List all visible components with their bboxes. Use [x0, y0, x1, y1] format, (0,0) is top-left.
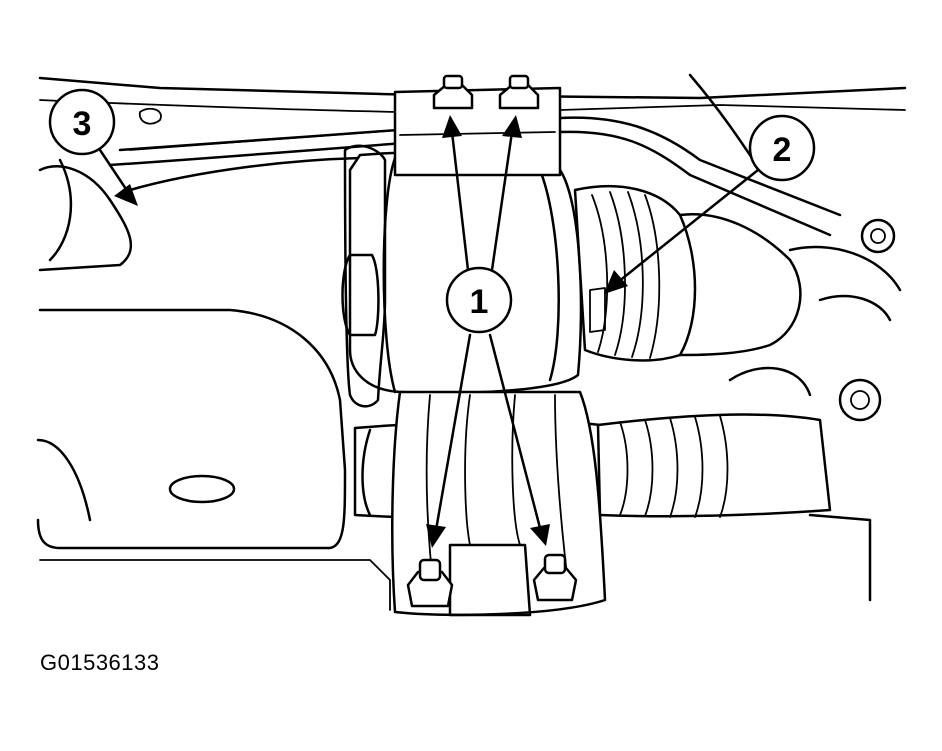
- air-cleaner-housing: [36, 156, 391, 611]
- lower-right-nut: [532, 553, 578, 602]
- callout-2: 2: [604, 114, 816, 294]
- callout-3-label: 3: [73, 105, 92, 143]
- fasteners: [406, 74, 578, 608]
- upper-left-nut: [432, 74, 474, 110]
- upper-right-nut: [498, 74, 540, 110]
- figure-code: G01536133: [40, 650, 160, 675]
- callout-1: 1: [426, 115, 550, 548]
- callout-1-label: 1: [470, 283, 489, 321]
- callout-2-label: 2: [773, 131, 792, 169]
- lower-left-nut: [406, 558, 454, 608]
- callout-3: 3: [48, 88, 138, 206]
